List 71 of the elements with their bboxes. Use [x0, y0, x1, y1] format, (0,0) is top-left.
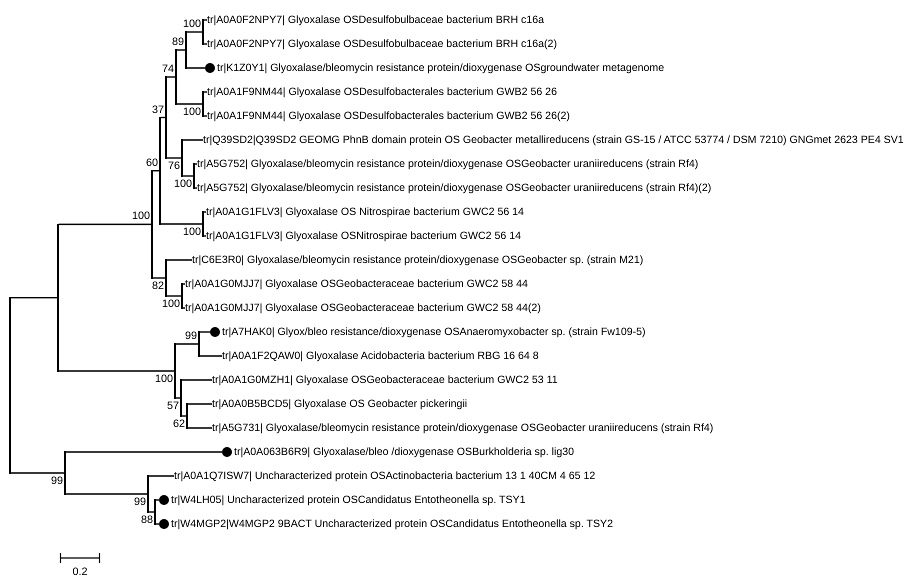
taxon-label: tr|A0A1G1FLV3| Glyoxalase OSNitrospirae bacterium GWC2 56 14 [206, 230, 522, 242]
bootstrap-value: 60 [146, 156, 158, 169]
bootstrap-value: 100 [162, 298, 180, 310]
taxon-label: tr|A0A1G0MJJ7| Glyoxalase OSGeobacteraceae bacterium GWC2 58 44 [185, 278, 528, 290]
taxon-label: tr|W4MGP2|W4MGP2 9BACT Uncharacterized protein OSCandidatus Entotheonella sp. TSY2 [171, 518, 614, 530]
tree-branch [10, 297, 58, 298]
taxon-label: tr|A0A1F9NM44| Glyoxalase OSDesulfobacterales bacterium GWB2 56 26 [207, 86, 557, 98]
tree-branch [148, 475, 174, 477]
tree-branch [200, 331, 210, 333]
taxon-label: tr|A0A1G0MZH1| Glyoxalase OSGeobacteraceae bacterium GWC2 53 11 [212, 374, 558, 386]
bootstrap-value: 82 [152, 280, 164, 292]
bootstrap-value: 88 [140, 514, 153, 526]
bootstrap-value: 74 [162, 63, 174, 75]
taxon-label: tr|Q39SD2|Q39SD2 GEOMG PhnB domain protein OS Geobacter metallireducens (strain GS-15 / ATCC 53774 / DSM 7210) GNGmet 2623 PE4 SV1 [203, 134, 904, 146]
scale-label: 0.2 [72, 566, 88, 578]
taxon-label: tr|A7HAK0| Glyox/bleo resistance/dioxygenase OSAnaeromyxobacter sp. (strain Fw109-5) [222, 326, 646, 338]
taxon-label: tr|A0A0F2NPY7| Glyoxalase OSDesulfobulbaceae bacterium BRH c16a [207, 14, 544, 26]
bootstrap-value: 100 [182, 106, 201, 118]
bootstrap-value: 99 [184, 330, 197, 342]
tree-branch [186, 31, 202, 33]
tree-branch [10, 472, 64, 474]
tree-branch [182, 175, 194, 177]
taxon-label: tr|A0A1G0MJJ7| Glyoxalase OSGeobacteraceae bacterium GWC2 58 44(2) [185, 302, 541, 314]
tree-branch [58, 370, 174, 372]
bootstrap-value: 99 [134, 496, 146, 508]
dot-icon [159, 519, 169, 529]
dot-icon [210, 327, 220, 337]
bootstrap-value: 37 [152, 104, 164, 116]
bootstrap-value: 62 [172, 418, 185, 430]
tree-branch [166, 157, 182, 159]
tree-branch [66, 451, 222, 453]
taxon-label: tr|A5G752| Glyoxalase/bleomycin resistance protein/dioxygenase OSGeobacter uraniireducens (strain Rf4) [197, 158, 698, 170]
taxon-label: tr|A5G731| Glyoxalase/bleomycin resistance protein/dioxygenase OSGeobacter uraniireducens (strain Rf4) [212, 422, 714, 434]
bootstrap-value: 100 [132, 210, 150, 222]
dot-icon [159, 495, 169, 505]
bootstrap-value: 100 [174, 178, 192, 190]
bootstrap-value: 99 [50, 475, 63, 487]
tree-branch [188, 427, 212, 429]
tree-branch [166, 259, 192, 261]
bootstrap-value: 57 [166, 400, 179, 412]
tree-branch [182, 139, 203, 141]
tree-branch [182, 379, 212, 381]
tree-branch [188, 403, 212, 405]
tree-branch [152, 170, 160, 172]
taxon-label: tr|A5G752| Glyoxalase/bleomycin resistance protein/dioxygenase OSGeobacter uraniireducens (strain Rf4)(2) [197, 182, 712, 194]
taxon-label: tr|A0A1F2QAW0| Glyoxalase Acidobacteria bacterium RBG 16 64 8 [222, 350, 539, 362]
taxon-label: tr|A0A1G1FLV3| Glyoxalase OS Nitrospirae bacterium GWC2 56 14 [206, 206, 524, 218]
tree-branch [66, 493, 148, 495]
taxon-label: tr|A0A1Q7ISW7| Uncharacterized protein OSActinobacteria bacterium 13 1 40CM 4 65 12 [174, 470, 596, 482]
tree-branch [160, 223, 202, 225]
tree-branch [200, 355, 222, 357]
taxon-label: tr|K1Z0Y1| Glyoxalase/bleomycin resistance protein/dioxygenase OSgroundwater metagenome [217, 62, 664, 74]
tree-branch [152, 277, 166, 279]
taxon-label: tr|A0A063B6R9| Glyoxalase/bleo /dioxygenase OSBurkholderia sp. lig30 [234, 446, 574, 458]
tree-branch [176, 343, 198, 345]
tree-branch [176, 103, 202, 105]
dot-icon [222, 447, 232, 457]
bootstrap-value: 100 [182, 226, 201, 238]
taxon-label: tr|A0A0F2NPY7| Glyoxalase OSDesulfobulbaceae bacterium BRH c16a(2) [207, 38, 557, 50]
taxon-label: tr|A0A0B5BCD5| Glyoxalase OS Geobacter pickeringii [212, 398, 468, 410]
tree-branch [166, 295, 182, 297]
tree-branch [186, 67, 205, 69]
taxon-label: tr|W4LH05| Uncharacterized protein OSCandidatus Entotheonella sp. TSY1 [171, 494, 526, 506]
taxon-label: tr|C6E3R0| Glyoxalase/bleomycin resistance protein/dioxygenase OSGeobacter sp. (strain M21) [192, 254, 644, 266]
bootstrap-value: 100 [182, 18, 201, 30]
taxon-label: tr|A0A1F9NM44| Glyoxalase OSDesulfobacterales bacterium GWB2 56 26(2) [207, 110, 570, 122]
bootstrap-value: 76 [168, 160, 180, 172]
bootstrap-value: 89 [172, 36, 184, 48]
bootstrap-value: 100 [154, 373, 173, 385]
tree-branch [58, 224, 152, 226]
dot-icon [205, 63, 215, 73]
